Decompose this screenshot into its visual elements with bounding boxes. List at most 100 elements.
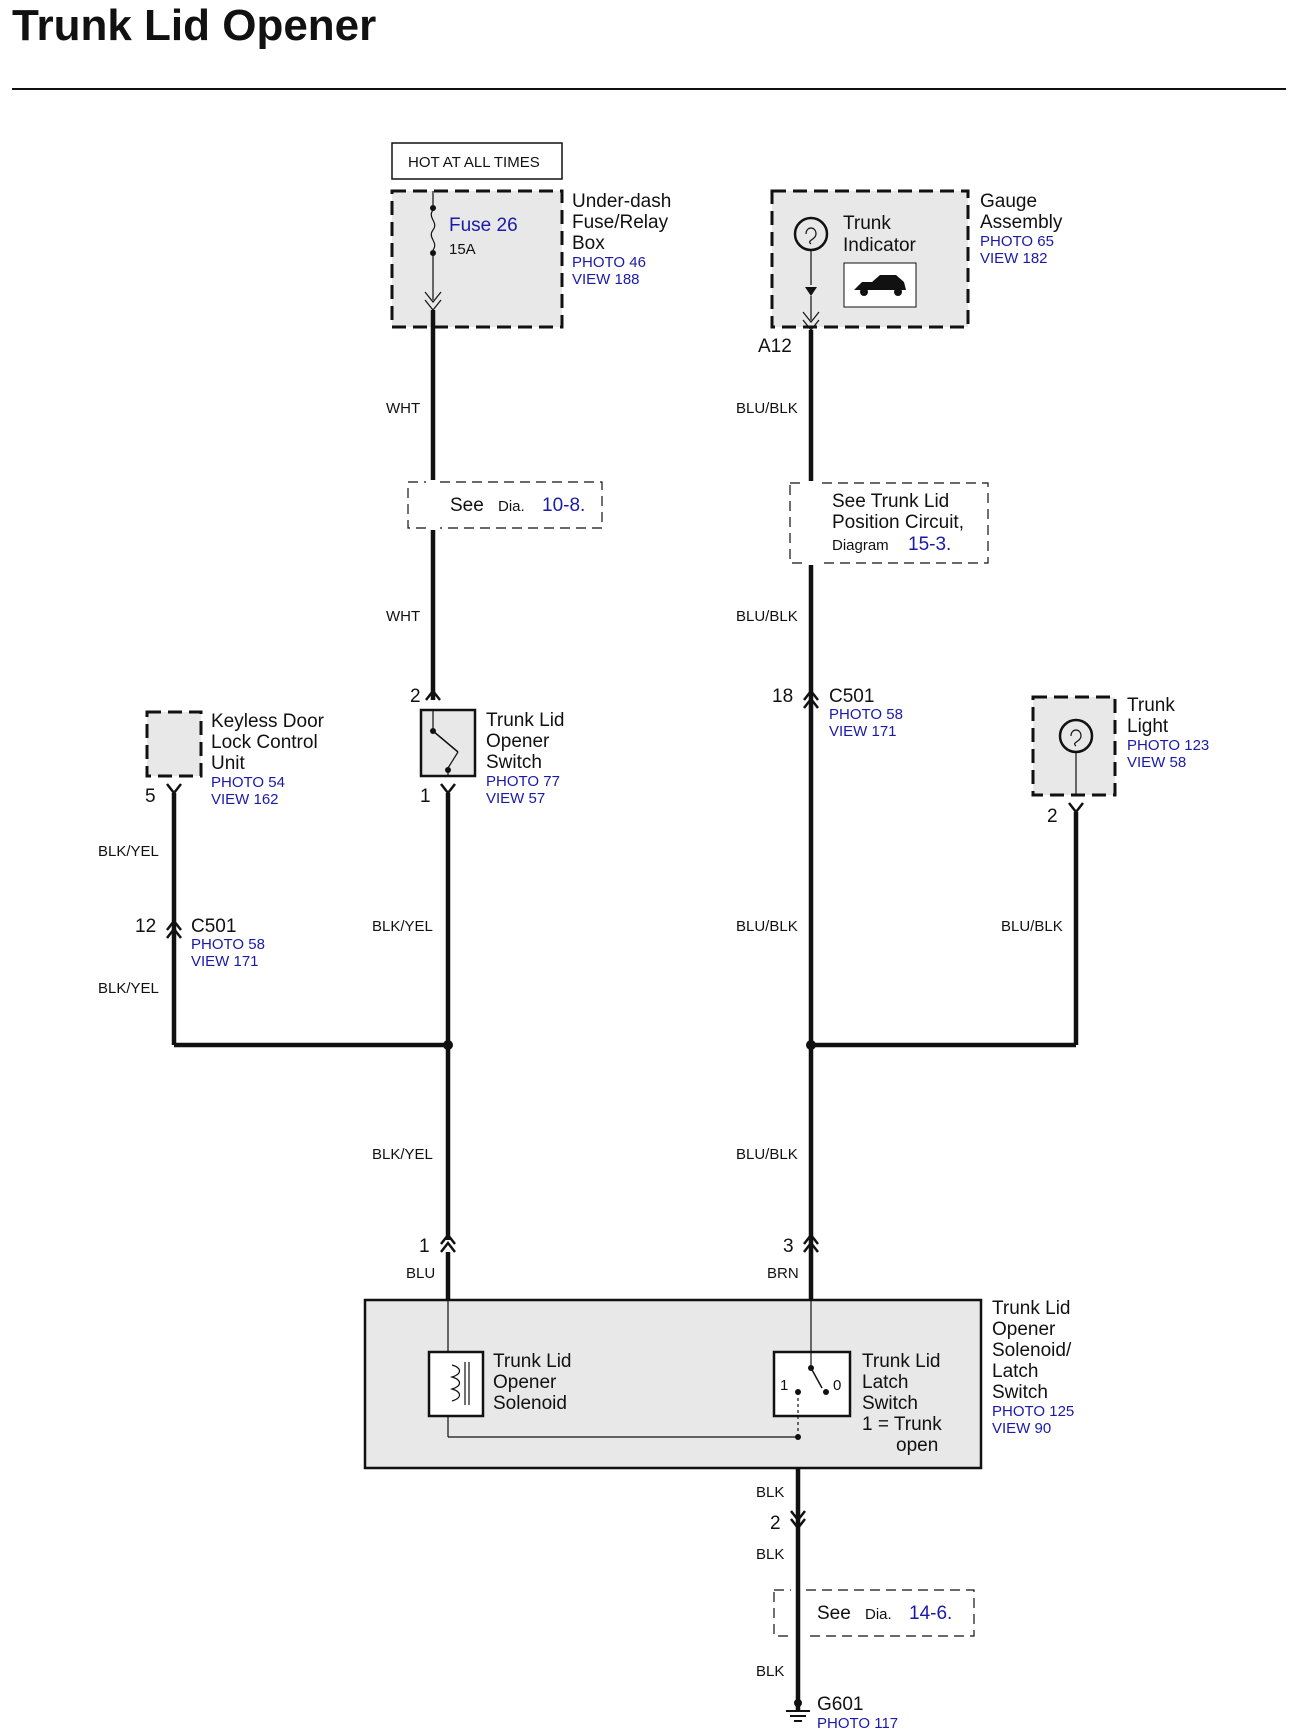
fuse-box-photo: PHOTO 46 bbox=[572, 254, 646, 271]
see-circuit-line-2: Position Circuit, bbox=[832, 512, 964, 533]
fuse-rating: 15A bbox=[449, 241, 476, 258]
latch-label-3: Switch bbox=[862, 1393, 918, 1414]
keyless-label-1: Keyless Door bbox=[211, 711, 325, 732]
connector-icon-c501-left bbox=[166, 918, 182, 939]
see-dia-2-ref: 14-6. bbox=[909, 1603, 952, 1624]
hot-at-all-times-box bbox=[391, 142, 563, 180]
solenoid-coil-icon bbox=[449, 1364, 461, 1402]
connector-icon-ground bbox=[790, 1510, 806, 1531]
gauge-pin-a12: A12 bbox=[758, 336, 792, 357]
trunk-light-view: VIEW 58 bbox=[1127, 754, 1186, 771]
latch-label-5: open bbox=[896, 1435, 938, 1456]
hot-at-all-times-label: HOT AT ALL TIMES bbox=[408, 154, 540, 171]
latch-label-2: Latch bbox=[862, 1372, 908, 1393]
wire-label-blk-3: BLK bbox=[756, 1663, 784, 1680]
connector-icon-solenoid-3 bbox=[803, 1232, 819, 1253]
fuse-box-label-2: Fuse/Relay bbox=[572, 212, 669, 233]
wire-label-brn: BRN bbox=[767, 1265, 799, 1282]
see-circuit-ref: 15-3. bbox=[908, 534, 951, 555]
gauge-photo: PHOTO 65 bbox=[980, 233, 1054, 250]
c501-left-photo: PHOTO 58 bbox=[191, 936, 265, 953]
trunk-indicator-label-1: Trunk bbox=[843, 213, 891, 234]
trunk-light-pin: 2 bbox=[1047, 806, 1058, 827]
trunk-light-box bbox=[1031, 695, 1117, 797]
trunk-light-photo: PHOTO 123 bbox=[1127, 737, 1209, 754]
page-title: Trunk Lid Opener bbox=[12, 1, 376, 50]
c501-left-name: C501 bbox=[191, 916, 236, 937]
keyless-view: VIEW 162 bbox=[211, 791, 279, 808]
wire-label-blkyel-1: BLK/YEL bbox=[372, 918, 433, 935]
car-icon bbox=[854, 275, 906, 290]
latch-pos-1: 1 bbox=[780, 1377, 788, 1394]
opener-switch-pin-1: 1 bbox=[420, 786, 431, 807]
fuse-name: Fuse 26 bbox=[449, 215, 518, 236]
see-dia-10-8-box bbox=[407, 481, 603, 529]
assembly-label-2: Opener bbox=[992, 1319, 1056, 1340]
wire-label-blublk-4: BLU/BLK bbox=[736, 1146, 798, 1163]
latch-contact-icon bbox=[810, 1367, 823, 1389]
fuse-box-label-1: Under-dash bbox=[572, 191, 671, 212]
solenoid-pin-1: 1 bbox=[419, 1236, 430, 1257]
trunk-light-label-2: Light bbox=[1127, 716, 1169, 737]
opener-switch-label-3: Switch bbox=[486, 752, 542, 773]
gauge-label-2: Assembly bbox=[980, 212, 1063, 233]
wire-label-wht-2: WHT bbox=[386, 608, 420, 625]
wire-label-blublk-3: BLU/BLK bbox=[736, 918, 798, 935]
see-dia-2-see: See bbox=[817, 1603, 851, 1624]
fuse-box-view: VIEW 188 bbox=[572, 271, 640, 288]
wire-label-keyless-2: BLK/YEL bbox=[98, 980, 159, 997]
opener-switch-photo: PHOTO 77 bbox=[486, 773, 560, 790]
keyless-photo: PHOTO 54 bbox=[211, 774, 285, 791]
solenoid-label-2: Opener bbox=[493, 1372, 557, 1393]
latch-label-4: 1 = Trunk bbox=[862, 1414, 942, 1435]
see-circuit-line-3: Diagram bbox=[832, 537, 889, 554]
wire-label-blu: BLU bbox=[406, 1265, 435, 1282]
trunk-indicator-label-2: Indicator bbox=[843, 235, 917, 256]
gauge-view: VIEW 182 bbox=[980, 250, 1048, 267]
latch-pos-0: 0 bbox=[833, 1377, 841, 1394]
see-dia-14-6-box bbox=[773, 1589, 975, 1637]
opener-switch-pin-2: 2 bbox=[410, 686, 421, 707]
assembly-label-3: Solenoid/ bbox=[992, 1340, 1072, 1361]
assembly-label-4: Latch bbox=[992, 1361, 1038, 1382]
assembly-view: VIEW 90 bbox=[992, 1420, 1051, 1437]
assembly-label-1: Trunk Lid bbox=[992, 1298, 1071, 1319]
wire-label-blublk-2: BLU/BLK bbox=[736, 608, 798, 625]
wire-label-keyless-1: BLK/YEL bbox=[98, 843, 159, 860]
opener-switch-label-1: Trunk Lid bbox=[486, 710, 565, 731]
splice-right bbox=[806, 1040, 816, 1050]
ground-connector-pin: 2 bbox=[770, 1513, 781, 1534]
ground-name: G601 bbox=[817, 1694, 863, 1715]
fuse-icon bbox=[430, 209, 436, 251]
wire-label-blublk-1: BLU/BLK bbox=[736, 400, 798, 417]
see-dia-1-see: See bbox=[450, 495, 484, 516]
solenoid-label-1: Trunk Lid bbox=[493, 1351, 572, 1372]
see-circuit-box bbox=[789, 482, 989, 564]
c501-right-pin: 18 bbox=[772, 686, 793, 707]
wire-label-trunk-light: BLU/BLK bbox=[1001, 918, 1063, 935]
c501-right-photo: PHOTO 58 bbox=[829, 706, 903, 723]
c501-right-name: C501 bbox=[829, 686, 874, 707]
latch-switch-box bbox=[772, 1350, 852, 1418]
c501-left-pin: 12 bbox=[135, 916, 156, 937]
c501-right-view: VIEW 171 bbox=[829, 723, 897, 740]
see-circuit-line-1: See Trunk Lid bbox=[832, 491, 949, 512]
latch-label-1: Trunk Lid bbox=[862, 1351, 941, 1372]
connector-icon-c501-right bbox=[803, 688, 819, 709]
keyless-unit-box bbox=[145, 710, 203, 778]
solenoid-label-3: Solenoid bbox=[493, 1393, 567, 1414]
see-dia-1-ref: 10-8. bbox=[542, 495, 585, 516]
connector-icon-solenoid-1 bbox=[440, 1232, 456, 1253]
opener-switch-label-2: Opener bbox=[486, 731, 550, 752]
splice-left bbox=[443, 1040, 453, 1050]
wire-label-blk-2: BLK bbox=[756, 1546, 784, 1563]
see-dia-1-dia: Dia. bbox=[498, 498, 525, 515]
assembly-photo: PHOTO 125 bbox=[992, 1403, 1074, 1420]
keyless-label-3: Unit bbox=[211, 753, 246, 774]
fuse-relay-box bbox=[390, 189, 564, 329]
keyless-pin: 5 bbox=[145, 786, 156, 807]
keyless-label-2: Lock Control bbox=[211, 732, 318, 753]
trunk-light-label-1: Trunk bbox=[1127, 695, 1175, 716]
wire-label-blkyel-2: BLK/YEL bbox=[372, 1146, 433, 1163]
